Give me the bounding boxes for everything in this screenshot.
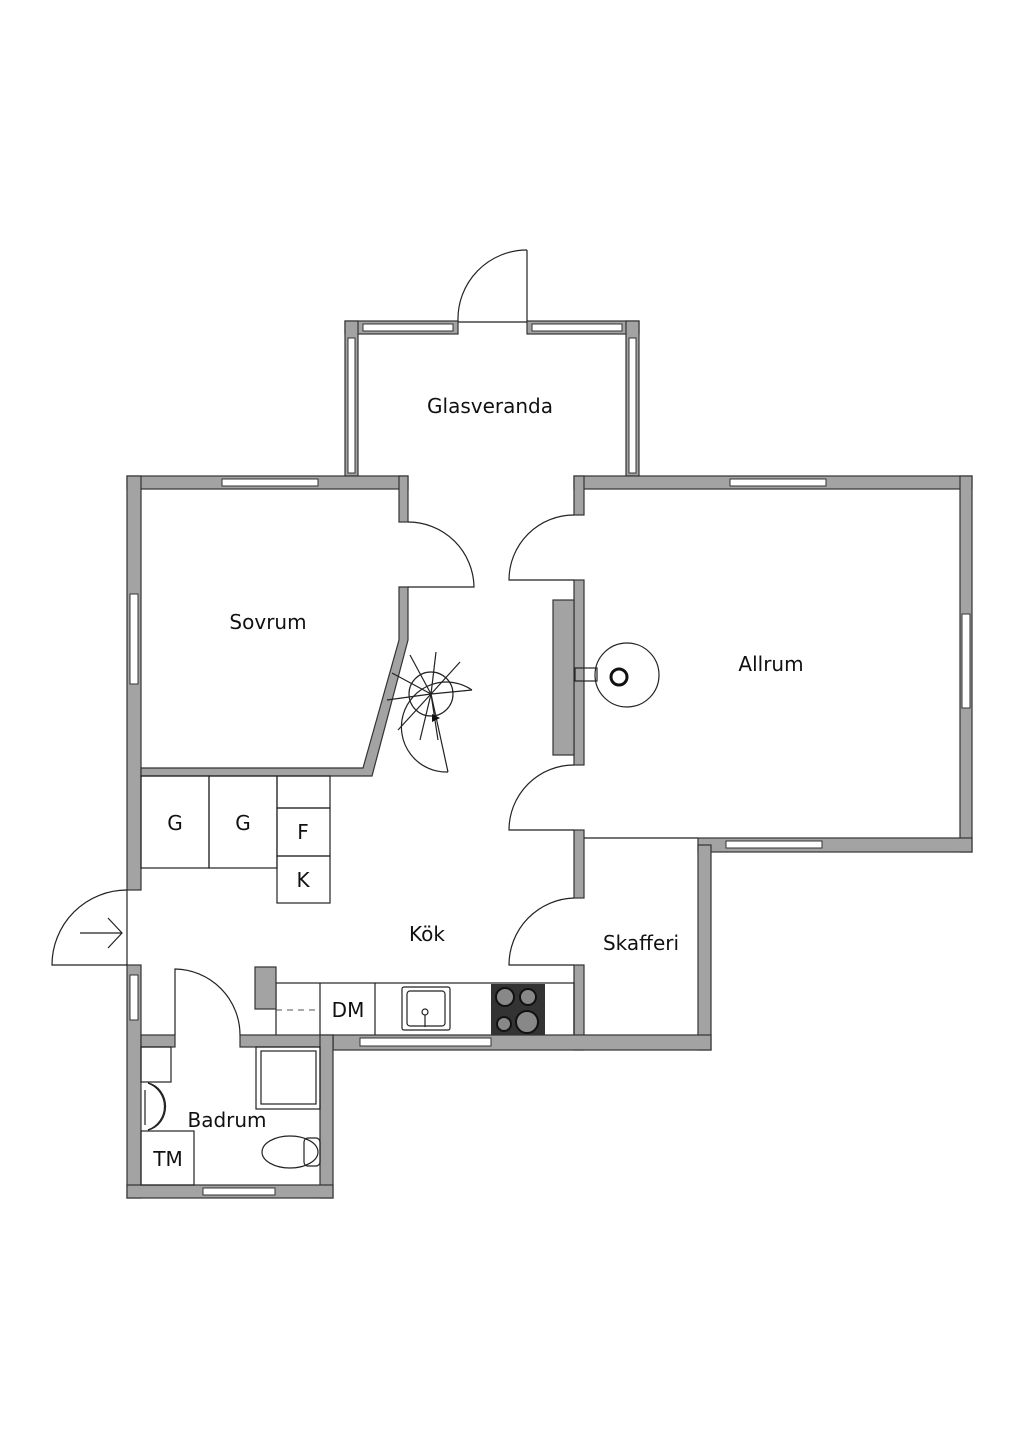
spiral-staircase bbox=[386, 651, 473, 773]
room-label-allrum: Allrum bbox=[738, 652, 804, 676]
room-label-skafferi: Skafferi bbox=[602, 931, 680, 955]
glasveranda-walls bbox=[344, 320, 640, 477]
kitchen-cabinets bbox=[140, 775, 575, 1037]
room-label-badrum: Badrum bbox=[187, 1108, 267, 1132]
freezer-label: F bbox=[297, 820, 309, 844]
fridge-label: K bbox=[296, 868, 310, 892]
cooktop bbox=[491, 984, 545, 1036]
wardrobe-label: G bbox=[167, 811, 183, 835]
kitchen-sink bbox=[401, 986, 451, 1031]
room-label-sovrum: Sovrum bbox=[229, 610, 307, 634]
veranda-door bbox=[457, 249, 528, 322]
washing-machine-label: TM bbox=[153, 1147, 183, 1171]
room-label-glasveranda: Glasveranda bbox=[427, 394, 553, 418]
entrance-door bbox=[51, 889, 128, 966]
wardrobe-label: G bbox=[235, 811, 251, 835]
bathroom-fixtures bbox=[140, 1046, 321, 1186]
room-label-kok: Kök bbox=[409, 922, 445, 946]
stove-fireplace bbox=[574, 642, 660, 708]
dishwasher-label: DM bbox=[331, 998, 365, 1022]
lower-walls bbox=[126, 964, 712, 1199]
allrum-walls bbox=[508, 475, 973, 1051]
sovrum-walls bbox=[126, 475, 475, 891]
